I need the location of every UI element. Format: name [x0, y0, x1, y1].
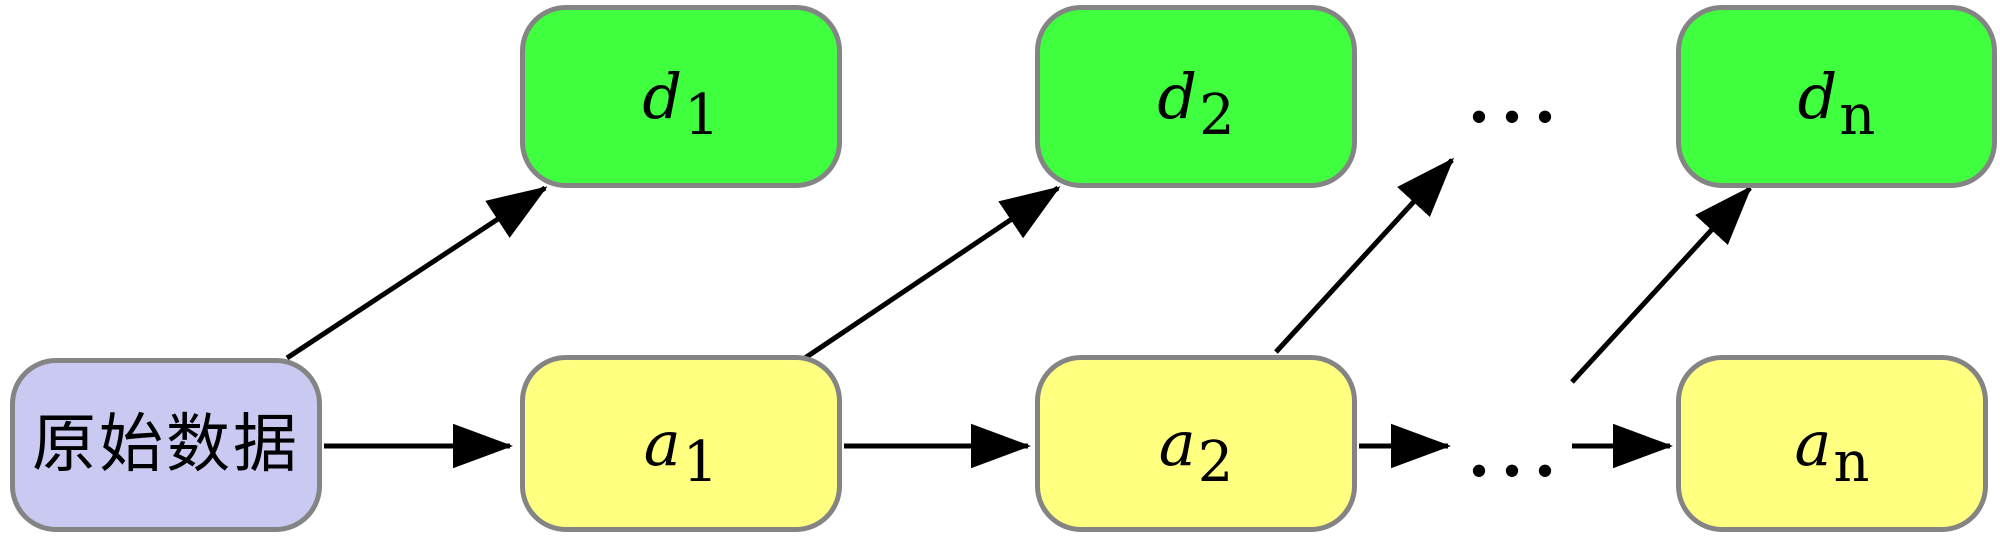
edge-a2-to-ellipsis-top [1274, 157, 1455, 354]
node-dn-subscript: n [1839, 83, 1876, 149]
node-a1-subscript: 1 [682, 430, 719, 496]
node-d1-var: d [642, 59, 683, 133]
node-an-label: an [1795, 412, 1870, 491]
node-d1-label: d1 [642, 65, 719, 144]
edge-a1-to-d2 [800, 185, 1061, 363]
node-an: an [1676, 355, 1988, 532]
node-a2-subscript: 2 [1197, 430, 1234, 496]
node-d1: d1 [520, 5, 842, 188]
node-a2-var: a [1158, 406, 1196, 480]
edge-raw-data-to-d1 [285, 185, 548, 361]
node-d2: d2 [1035, 5, 1357, 188]
node-dn-var: d [1797, 59, 1838, 133]
node-raw-data-label: 原始数据 [32, 409, 300, 480]
node-an-var: a [1794, 406, 1832, 480]
node-d2-var: d [1157, 59, 1198, 133]
node-d2-label: d2 [1157, 65, 1234, 144]
node-dn-label: dn [1798, 65, 1876, 144]
node-d1-subscript: 1 [684, 83, 720, 149]
node-d2-subscript: 2 [1199, 83, 1235, 149]
node-raw-data: 原始数据 [10, 358, 322, 532]
node-a1: a1 [520, 355, 842, 532]
node-an-subscript: n [1833, 430, 1870, 496]
ellipsis-top: ... [1467, 60, 1567, 138]
edge-ellipsis-to-dn [1570, 185, 1753, 384]
node-a2-label: a2 [1159, 412, 1233, 491]
node-a1-var: a [643, 406, 681, 480]
node-a1-label: a1 [644, 412, 718, 491]
ellipsis-bottom: ... [1467, 414, 1567, 492]
node-a2: a2 [1035, 355, 1357, 532]
node-dn: dn [1676, 5, 1997, 188]
